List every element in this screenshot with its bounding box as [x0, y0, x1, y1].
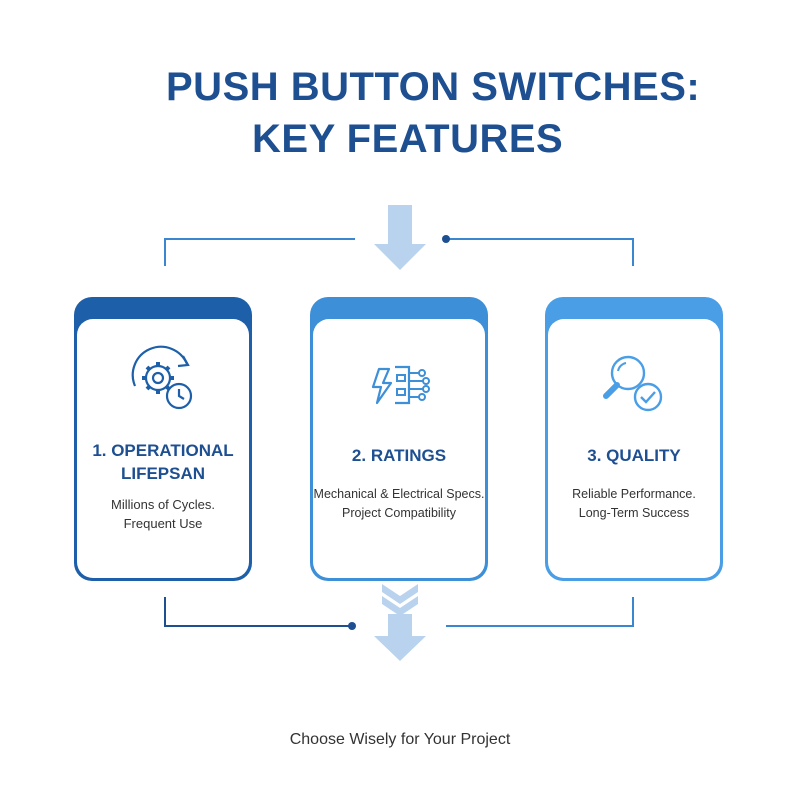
feature-card-quality: 3. QUALITY Reliable Performance. Long-Te… — [545, 297, 723, 581]
bottom-right-connector — [446, 597, 634, 627]
card-title: 3. QUALITY — [587, 446, 681, 465]
feature-card-ratings: 2. RATINGS Mechanical & Electrical Specs… — [310, 297, 488, 581]
gear-clock-icon — [131, 345, 193, 410]
card-description: Mechanical & Electrical Specs. Project C… — [313, 487, 485, 520]
top-right-connector — [446, 238, 634, 266]
card-description: Millions of Cycles. Frequent Use — [110, 497, 216, 531]
top-connector-dot — [442, 235, 450, 243]
bottom-chevron-1 — [382, 584, 418, 604]
top-left-connector — [164, 238, 355, 266]
title-line-1: PUSH BUTTON SWITCHES: — [166, 65, 701, 109]
bottom-chevron-2 — [382, 596, 418, 616]
card-title: 1. OPERATIONAL LIFEPSAN — [92, 441, 234, 483]
footer-caption: Choose Wisely for Your Project — [289, 731, 511, 748]
card-title: 2. RATINGS — [351, 446, 447, 465]
magnifier-check-icon — [603, 355, 663, 412]
top-down-arrow — [374, 205, 426, 270]
bottom-connector-dot — [348, 622, 356, 630]
lightning-circuit-icon — [371, 365, 430, 405]
card-description: Reliable Performance. Long-Term Success — [572, 487, 696, 520]
bottom-left-connector — [164, 597, 352, 627]
feature-card-operational-lifespan: 1. OPERATIONAL LIFEPSAN Millions of Cycl… — [74, 297, 252, 581]
title-line-2: KEY FEATURES — [252, 117, 564, 161]
bottom-down-arrow — [374, 614, 426, 661]
